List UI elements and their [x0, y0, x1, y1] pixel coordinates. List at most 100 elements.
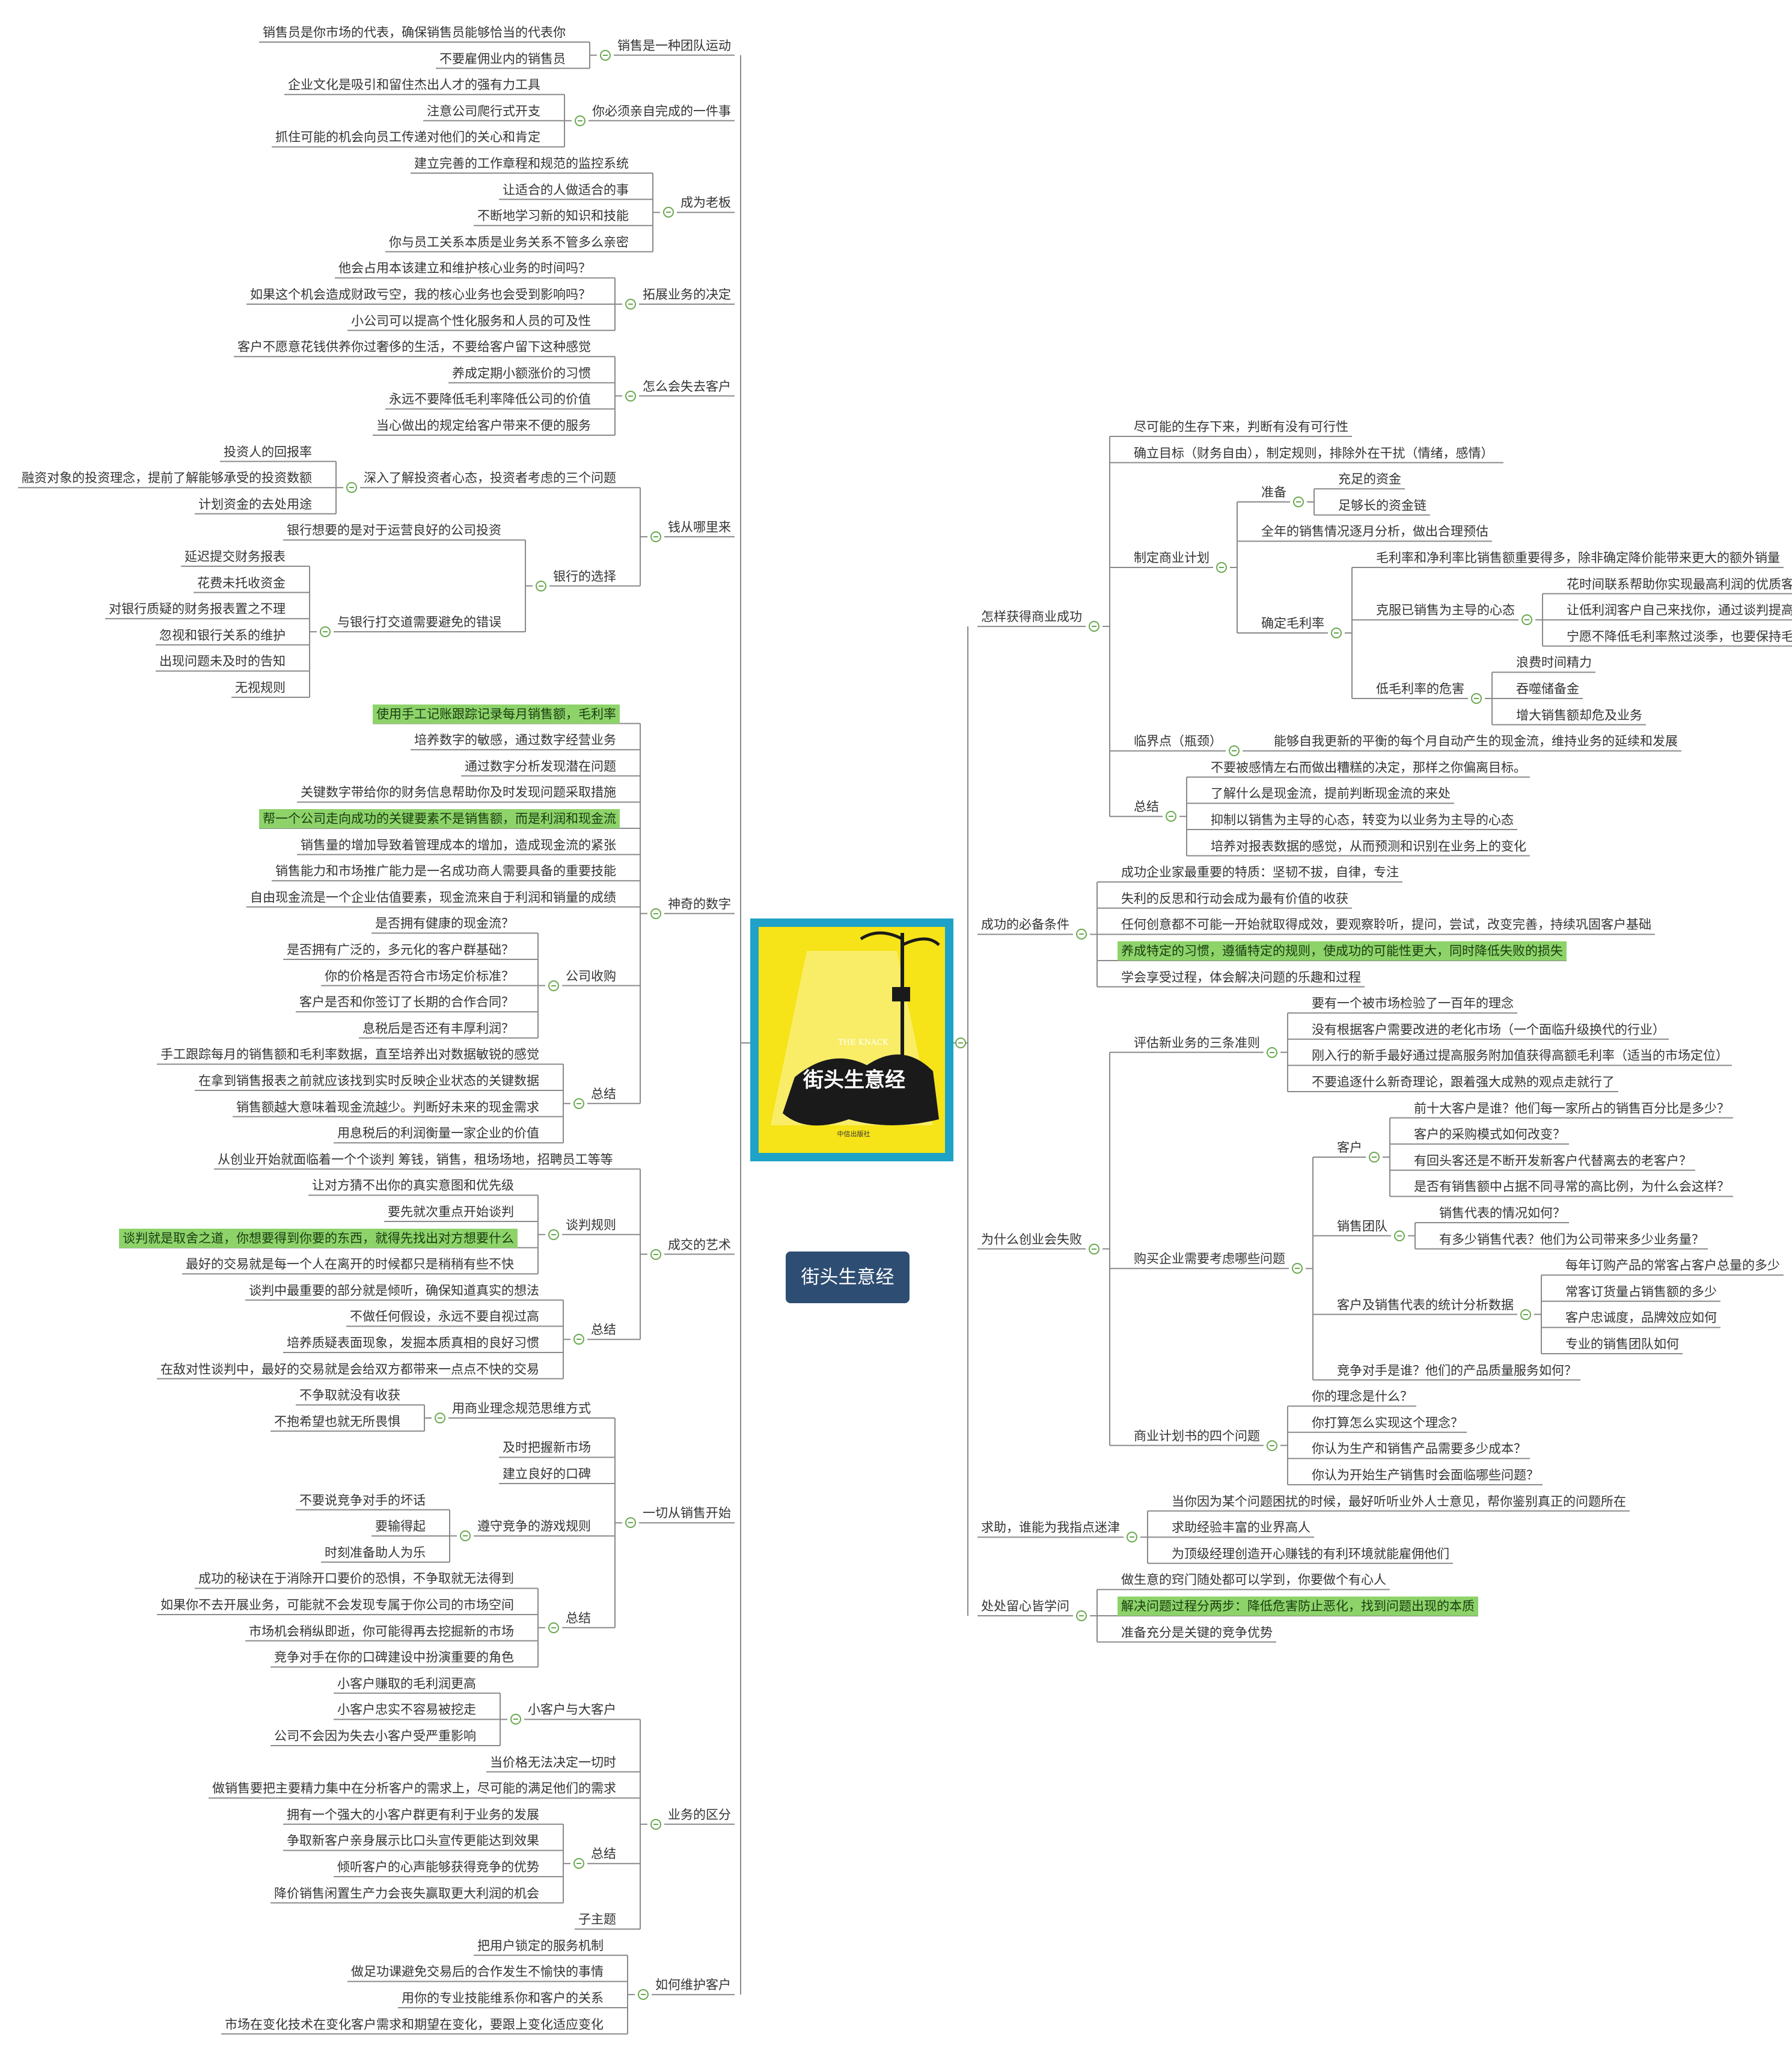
collapse-toggle-icon[interactable] — [573, 1098, 584, 1109]
collapse-toggle-icon[interactable] — [955, 1038, 966, 1048]
subtopic-node[interactable]: 当你因为某个问题困扰的时候，最好听听业外人士意见，帮你鉴别真正的问题所在 — [1172, 1494, 1626, 1509]
collapse-toggle-icon[interactable] — [1267, 1440, 1277, 1451]
subtopic-node[interactable]: 竞争对手在你的口碑建设中扮演重要的角色 — [274, 1650, 514, 1665]
subtopic-node[interactable]: 全年的销售情况逐月分析，做出合理预估 — [1261, 524, 1488, 539]
subtopic-node[interactable]: 及时把握新市场 — [503, 1440, 591, 1455]
subtopic-node[interactable]: 与银行打交道需要避免的错误 — [337, 615, 501, 629]
branch-topic[interactable]: 你必须亲自完成的一件事 — [592, 103, 731, 118]
subtopic-node[interactable]: 总结 — [566, 1610, 591, 1625]
subtopic-node[interactable]: 要先就次重点开始谈判 — [388, 1205, 514, 1219]
collapse-toggle-icon[interactable] — [346, 482, 357, 494]
subtopic-node[interactable]: 关键数字带给你的财务信息帮助你及时发现问题采取措施 — [301, 785, 616, 800]
subtopic-node[interactable]: 是否拥有广泛的，多元化的客户群基础？ — [287, 943, 514, 957]
subtopic-node[interactable]: 总结 — [591, 1322, 616, 1337]
subtopic-node[interactable]: 不做任何假设，永远不要自视过高 — [350, 1309, 539, 1324]
subtopic-node[interactable]: 销售量的增加导致着管理成本的增加，造成现金流的紧张 — [301, 837, 616, 852]
subtopic-node[interactable]: 不断地学习新的知识和技能 — [477, 209, 629, 224]
subtopic-node[interactable]: 成功的秘诀在于消除开口要价的恐惧，不争取就无法得到 — [198, 1571, 514, 1586]
collapse-toggle-icon[interactable] — [625, 390, 636, 402]
subtopic-node[interactable]: 做生意的窍门随处都可以学到，你要做个有心人 — [1121, 1572, 1386, 1588]
subtopic-node[interactable]: 出现问题未及时的告知 — [159, 654, 286, 669]
subtopic-node[interactable]: 银行的选择 — [553, 569, 616, 584]
subtopic-node[interactable]: 让对方猜不出你的真实意图和优先级 — [312, 1178, 514, 1193]
subtopic-node[interactable]: 每年订购产品的常客占客户总量的多少 — [1565, 1258, 1780, 1273]
subtopic-node[interactable]: 客户忠诚度，品牌效应如何 — [1565, 1310, 1717, 1325]
subtopic-node[interactable]: 专业的销售团队如何 — [1565, 1337, 1679, 1351]
branch-topic[interactable]: 怎样获得商业成功 — [981, 610, 1082, 625]
subtopic-node[interactable]: 使用手工记账跟踪记录每月销售额，毛利率 — [373, 704, 620, 724]
collapse-toggle-icon[interactable] — [1292, 1263, 1303, 1274]
subtopic-node[interactable]: 要输得起 — [375, 1519, 426, 1534]
subtopic-node[interactable]: 时刻准备助人为乐 — [325, 1545, 426, 1560]
subtopic-node[interactable]: 企业文化是吸引和留住杰出人才的强有力工具 — [288, 78, 540, 93]
subtopic-node[interactable]: 尽可能的生存下来，判断有没有可行性 — [1134, 420, 1348, 434]
subtopic-node[interactable]: 拥有一个强大的小客户群更有利于业务的发展 — [287, 1807, 539, 1822]
subtopic-node[interactable]: 你与员工关系本质是业务关系不管多么亲密 — [389, 234, 629, 249]
subtopic-node[interactable]: 竞争对手是谁？他们的产品质量服务如何？ — [1337, 1363, 1577, 1378]
subtopic-node[interactable]: 养成定期小额涨价的习惯 — [452, 365, 591, 381]
collapse-toggle-icon[interactable] — [663, 207, 674, 218]
collapse-toggle-icon[interactable] — [1089, 1243, 1099, 1255]
subtopic-node[interactable]: 公司不会因为失去小客户受严重影响 — [274, 1729, 476, 1743]
subtopic-node[interactable]: 客户的采购模式如何改变？ — [1414, 1127, 1565, 1142]
subtopic-node[interactable]: 不要追逐什么新奇理论，跟着强大成熟的观点走就行了 — [1312, 1075, 1615, 1089]
subtopic-node[interactable]: 浪费时间精力 — [1516, 655, 1592, 670]
collapse-toggle-icon[interactable] — [638, 1989, 649, 2000]
subtopic-node[interactable]: 深入了解投资者心态，投资者考虑的三个问题 — [364, 471, 616, 486]
subtopic-node[interactable]: 从创业开始就面临着一个个谈判 筹钱，销售，租场场地，招聘员工等等 — [218, 1152, 613, 1167]
collapse-toggle-icon[interactable] — [1229, 745, 1240, 757]
subtopic-node[interactable]: 你的价格是否符合市场定价标准？ — [325, 968, 514, 983]
subtopic-node[interactable]: 总结 — [591, 1847, 616, 1862]
subtopic-node[interactable]: 当心做出的规定给客户带来不便的服务 — [376, 418, 591, 433]
subtopic-node[interactable]: 永远不要降低毛利率降低公司的价值 — [389, 392, 591, 407]
subtopic-node[interactable]: 抑制以销售为主导的心态，转变为以业务为主导的心态 — [1211, 813, 1514, 827]
subtopic-node[interactable]: 投资人的回报率 — [224, 444, 312, 459]
subtopic-node[interactable]: 常客订货量占销售额的多少 — [1565, 1284, 1717, 1299]
subtopic-node[interactable]: 小客户忠实不容易被挖走 — [337, 1702, 476, 1717]
collapse-toggle-icon[interactable] — [510, 1714, 521, 1725]
subtopic-node[interactable]: 通过数字分析发现潜在问题 — [465, 759, 616, 774]
subtopic-node[interactable]: 销售能力和市场推广能力是一名成功商人需要具备的重要技能 — [275, 864, 616, 879]
subtopic-node[interactable]: 前十大客户是谁？他们每一家所占的销售百分比是多少？ — [1414, 1101, 1729, 1116]
subtopic-node[interactable]: 客户 — [1337, 1140, 1362, 1155]
subtopic-node[interactable]: 有多少销售代表？他们为公司带来多少业务量？ — [1439, 1232, 1704, 1247]
subtopic-node[interactable]: 购买企业需要考虑哪些问题 — [1134, 1252, 1285, 1267]
collapse-toggle-icon[interactable] — [1521, 614, 1532, 626]
central-topic[interactable]: 街头生意经 — [786, 1252, 910, 1303]
subtopic-node[interactable]: 销售员是你市场的代表，确保销售员能够恰当的代表你 — [263, 25, 566, 40]
subtopic-node[interactable]: 能够自我更新的平衡的每个月自动产生的现金流，维持业务的延续和发展 — [1274, 734, 1678, 749]
subtopic-node[interactable]: 做销售要把主要精力集中在分析客户的需求上，尽可能的满足他们的需求 — [212, 1781, 616, 1796]
branch-topic[interactable]: 成为老板 — [680, 195, 731, 210]
collapse-toggle-icon[interactable] — [548, 1622, 559, 1633]
subtopic-node[interactable]: 确立目标（财务自由），制定规则，排除外在干扰（情绪，感情） — [1134, 445, 1494, 460]
subtopic-node[interactable]: 培养质疑表面现象，发掘本质真相的良好习惯 — [287, 1336, 539, 1350]
subtopic-node[interactable]: 争取新客户亲身展示比口头宣传更能达到效果 — [287, 1833, 539, 1848]
subtopic-node[interactable]: 用息税后的利润衡量一家企业的价值 — [337, 1126, 539, 1141]
subtopic-node[interactable]: 最好的交易就是每一个人在离开的时候都只是稍稍有些不快 — [186, 1257, 514, 1272]
subtopic-node[interactable]: 计划资金的去处用途 — [198, 497, 312, 512]
subtopic-node[interactable]: 准备 — [1261, 485, 1286, 500]
branch-topic[interactable]: 成功的必备条件 — [981, 917, 1069, 932]
subtopic-node[interactable]: 客户是否和你签订了长期的合作合同？ — [299, 995, 514, 1010]
subtopic-node[interactable]: 公司收购 — [566, 968, 616, 983]
subtopic-node[interactable]: 不要被感情左右而做出糟糕的决定，那样之你偏离目标。 — [1211, 760, 1526, 775]
collapse-toggle-icon[interactable] — [650, 1248, 661, 1260]
subtopic-node[interactable]: 你认为生产和销售产品需要多少成本？ — [1312, 1441, 1526, 1456]
collapse-toggle-icon[interactable] — [1076, 1610, 1087, 1621]
subtopic-node[interactable]: 客户及销售代表的统计分析数据 — [1337, 1297, 1514, 1312]
subtopic-node[interactable]: 求助经验丰富的业界高人 — [1172, 1520, 1310, 1535]
subtopic-node[interactable]: 忽视和银行关系的维护 — [159, 628, 286, 643]
subtopic-node[interactable]: 养成特定的习惯，遵循特定的规则，使成功的可能性更大，同时降低失败的损失 — [1118, 941, 1567, 961]
subtopic-node[interactable]: 息税后是否还有丰厚利润？ — [362, 1021, 514, 1036]
branch-topic[interactable]: 一切从销售开始 — [643, 1506, 731, 1521]
subtopic-node[interactable]: 对银行质疑的财务报表置之不理 — [109, 602, 286, 617]
subtopic-node[interactable]: 帮一个公司走向成功的关键要素不是销售额，而是利润和现金流 — [259, 809, 620, 828]
subtopic-node[interactable]: 你打算怎么实现这个理念？ — [1312, 1415, 1463, 1430]
subtopic-node[interactable]: 注意公司爬行式开支 — [427, 103, 540, 118]
subtopic-node[interactable]: 抓住可能的机会向员工传递对他们的关心和肯定 — [275, 130, 540, 145]
branch-topic[interactable]: 求助，谁能为我指点迷津 — [981, 1520, 1120, 1535]
collapse-toggle-icon[interactable] — [548, 980, 559, 991]
subtopic-node[interactable]: 不要雇佣业内的销售员 — [439, 51, 566, 66]
subtopic-node[interactable]: 充足的资金 — [1338, 472, 1401, 487]
subtopic-node[interactable]: 为顶级经理创造开心赚钱的有利环境就能雇佣他们 — [1172, 1546, 1449, 1561]
